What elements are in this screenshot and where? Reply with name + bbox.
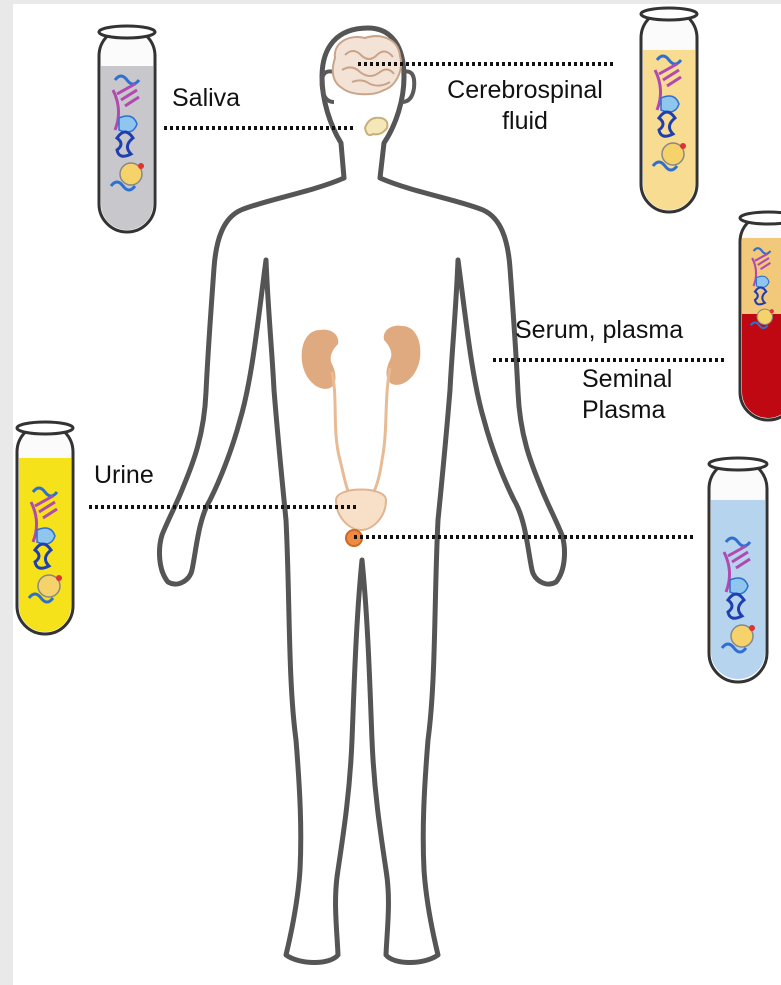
urine-label: Urine [94, 460, 154, 491]
seminal-plasma-tube [709, 458, 767, 682]
serum-plasma-label: Serum, plasma [515, 315, 683, 346]
cerebrospinal-fluid-label: Cerebrospinal fluid [425, 75, 625, 137]
csf-label-line2: fluid [425, 106, 625, 137]
saliva-label: Saliva [172, 83, 240, 114]
seminal-label-line2: Plasma [582, 395, 672, 426]
csf-label-line1: Cerebrospinal [425, 75, 625, 106]
cerebrospinal-fluid-tube [641, 8, 697, 212]
urine-tube [17, 422, 73, 634]
saliva-tube [99, 26, 155, 232]
seminal-label-line1: Seminal [582, 364, 672, 395]
serum-plasma-tube [740, 212, 781, 420]
seminal-plasma-label: Seminal Plasma [582, 364, 672, 426]
salivary-gland-icon [365, 118, 387, 135]
